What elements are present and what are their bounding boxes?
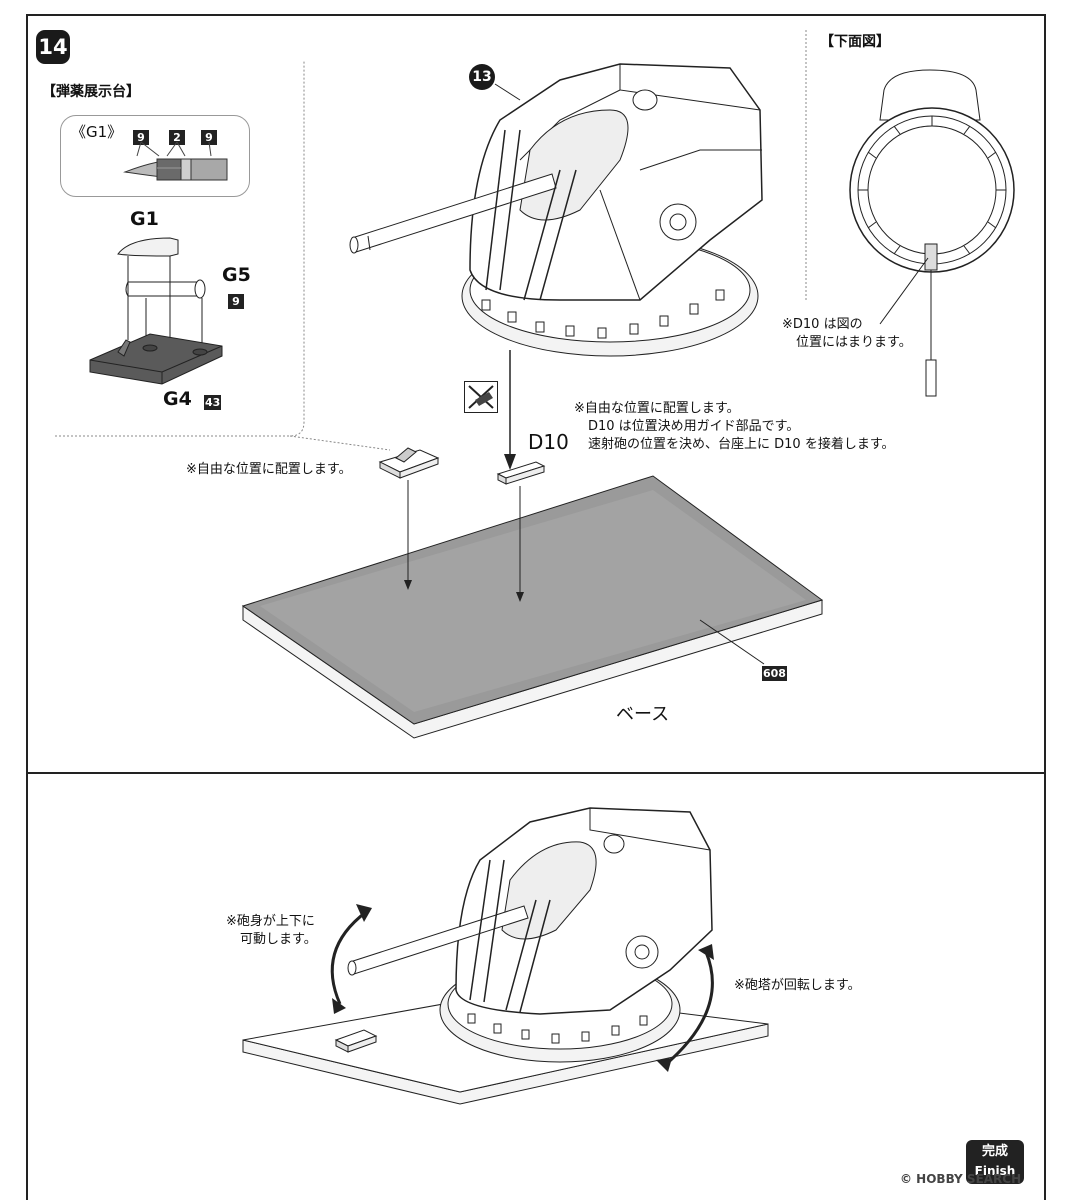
base-color-code: 608 bbox=[762, 666, 787, 681]
g1-callout-color-a: 9 bbox=[133, 126, 149, 145]
base-label: ベース bbox=[616, 704, 670, 725]
d10-fit-note-line-2: 位置にはまります。 bbox=[796, 335, 912, 350]
g1-shell-drawing bbox=[123, 141, 228, 181]
g1-callout-color-b: 2 bbox=[169, 126, 185, 145]
d10-note-line-1: ※自由な位置に配置します。 bbox=[574, 401, 740, 416]
step-number: 14 bbox=[38, 35, 68, 59]
g1-callout: 《G1》 9 2 9 bbox=[60, 115, 250, 197]
part-g5-color: 9 bbox=[228, 290, 244, 309]
barrel-note-line-2: 可動します。 bbox=[240, 932, 317, 947]
g1-callout-label: 《G1》 bbox=[71, 123, 123, 141]
finish-badge-en: Finish bbox=[974, 1164, 1016, 1178]
part-g4-color: 43 bbox=[204, 395, 222, 410]
finish-panel bbox=[26, 772, 1046, 1200]
glue-icon bbox=[464, 381, 498, 413]
ammo-display-title: 【弾薬展示台】 bbox=[42, 84, 140, 100]
subassembly-ref: 13 bbox=[472, 69, 492, 85]
part-d10-label: D10 bbox=[528, 430, 569, 454]
d10-note-line-2: D10 は位置決め用ガイド部品です。 bbox=[588, 419, 800, 434]
step-number-badge: 14 bbox=[36, 30, 70, 64]
turret-note: ※砲塔が回転します。 bbox=[734, 978, 861, 993]
finish-badge-jp: 完成 bbox=[981, 1144, 1008, 1159]
d10-fit-note-line-1: ※D10 は図の bbox=[782, 317, 863, 332]
d10-note-line-3: 速射砲の位置を決め、台座上に D10 を接着します。 bbox=[588, 437, 895, 452]
part-g5-label: G5 bbox=[222, 264, 251, 286]
barrel-note-line-1: ※砲身が上下に bbox=[226, 914, 315, 929]
watermark: © HOBBY SEARCH bbox=[900, 1172, 1022, 1186]
part-g1-label: G1 bbox=[130, 208, 159, 230]
finish-badge: 完成 Finish bbox=[966, 1140, 1024, 1184]
bottom-view-title: 【下面図】 bbox=[820, 34, 890, 50]
g1-callout-color-c: 9 bbox=[201, 126, 217, 145]
part-g4-label: G4 bbox=[163, 388, 192, 410]
display-stand-note: ※自由な位置に配置します。 bbox=[186, 462, 352, 477]
subassembly-ref-badge: 13 bbox=[469, 64, 495, 90]
